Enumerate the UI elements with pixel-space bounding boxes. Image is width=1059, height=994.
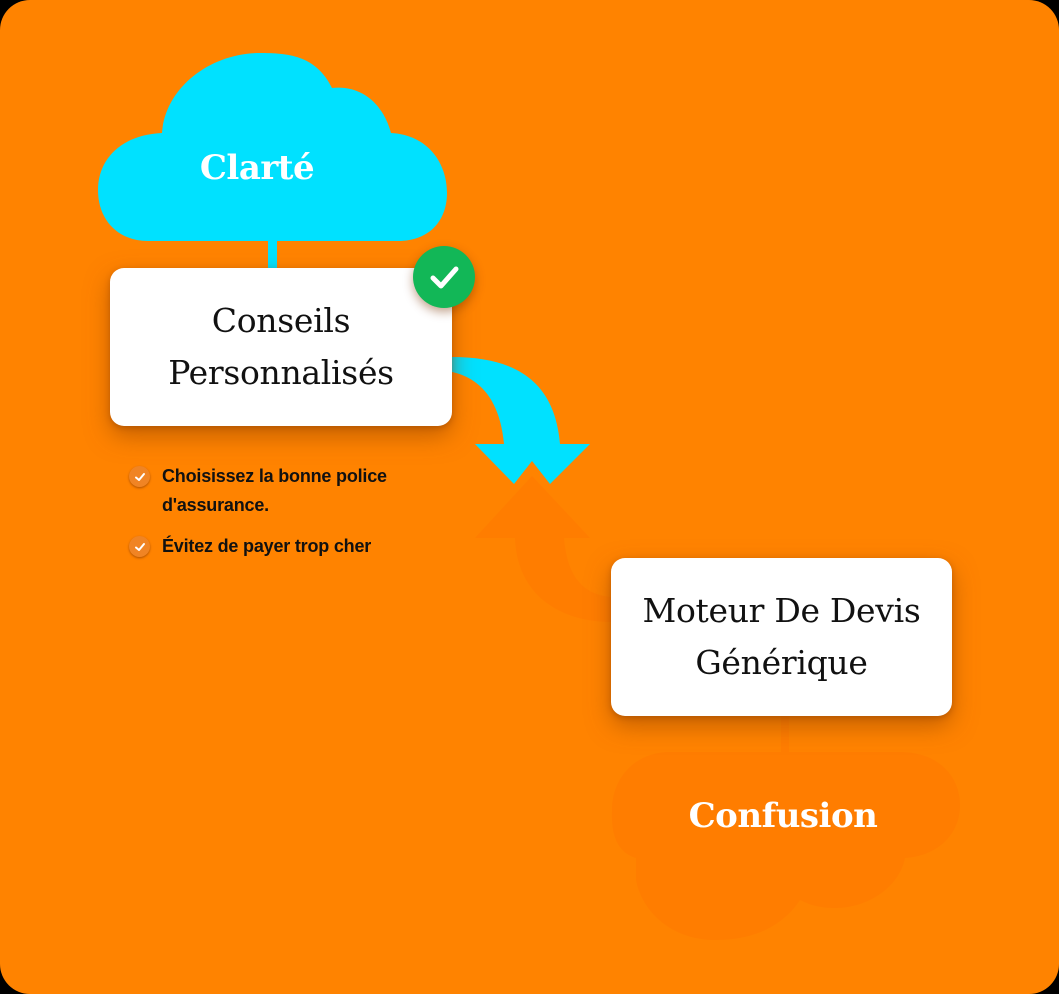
benefits-list: Choisissez la bonne police d'assurance. … (129, 462, 449, 573)
card-title-line2: Personnalisés (168, 353, 394, 392)
benefit-text: Choisissez la bonne police d'assurance. (162, 462, 387, 520)
cloud-label-confusion: Confusion (688, 796, 878, 836)
card-moteur-de-devis: Moteur De Devis Générique (611, 558, 952, 716)
list-item: Évitez de payer trop cher (129, 532, 449, 561)
check-circle-icon (129, 466, 150, 487)
check-circle-icon (413, 246, 475, 308)
cloud-label-clarte: Clarté (199, 148, 315, 188)
arrow-up-icon (475, 476, 612, 622)
cloud-icon (98, 53, 447, 270)
card-title-line1: Moteur De Devis (642, 591, 921, 630)
cloud-icon (611, 715, 960, 940)
card-title-line1: Conseils (211, 301, 351, 340)
benefit-line: d'assurance. (162, 495, 269, 515)
check-circle-icon (129, 536, 150, 557)
card-title-line2: Générique (695, 643, 868, 682)
list-item: Choisissez la bonne police d'assurance. (129, 462, 449, 520)
card-conseils-personnalises: Conseils Personnalisés (110, 268, 452, 426)
benefit-text: Évitez de payer trop cher (162, 536, 372, 556)
arrow-down-icon (452, 357, 590, 484)
benefit-line: Choisissez la bonne police (162, 466, 387, 486)
